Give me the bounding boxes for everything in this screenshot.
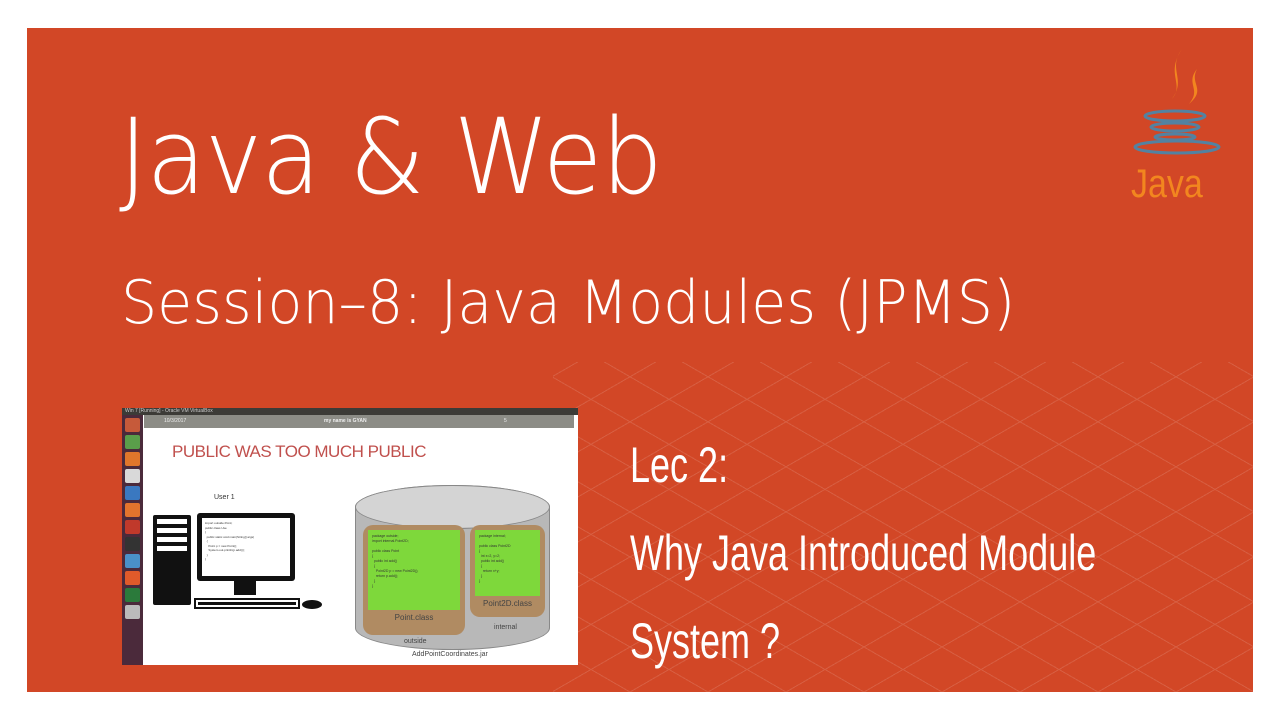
mouse xyxy=(302,600,322,609)
monitor: import outside.Point; public class Use {… xyxy=(197,513,295,581)
embedded-lecture-screenshot: Win 7 [Running] - Oracle VM VirtualBox 1… xyxy=(122,408,578,665)
computer-tower xyxy=(153,515,191,605)
jar-cylinder: package outside; import internal.Point2D… xyxy=(355,485,550,650)
slide-header: 10/3/2017 my name is GYAN 5 xyxy=(144,415,574,428)
point2d-code: package internal; public class Point2D {… xyxy=(475,530,540,596)
jar-label: AddPointCoordinates.jar xyxy=(412,651,488,658)
point-caption: Point.class xyxy=(394,613,434,622)
session-title: Session–8: Java Modules (JPMS) xyxy=(121,268,1016,338)
thumbnail-panel: Java & Web Session–8: Java Modules (JPMS… xyxy=(27,28,1253,692)
ubuntu-launcher xyxy=(122,415,143,665)
slide-number: 5 xyxy=(504,418,507,424)
internal-label: internal xyxy=(494,624,517,631)
slide-date: 10/3/2017 xyxy=(164,418,187,424)
background-grid xyxy=(553,362,1253,692)
slide-title: PUBLIC WAS TOO MUCH PUBLIC xyxy=(172,442,427,461)
point2d-caption: Point2D.class xyxy=(483,598,532,608)
lecture-title-line2: System ? xyxy=(630,613,781,669)
coffee-cup-icon xyxy=(1133,49,1221,155)
slide-header-text: my name is GYAN xyxy=(324,418,367,424)
point-code: package outside; import internal.Point2D… xyxy=(368,530,460,610)
lecture-number: Lec 2: xyxy=(630,437,729,493)
point2d-class-box: package internal; public class Point2D {… xyxy=(470,525,545,617)
outside-label: outside xyxy=(404,638,427,645)
point-class-box: package outside; import internal.Point2D… xyxy=(363,525,465,635)
vm-window-title: Win 7 [Running] - Oracle VM VirtualBox xyxy=(122,408,578,415)
monitor-code: import outside.Point; public class Use {… xyxy=(202,518,290,576)
user-label: User 1 xyxy=(214,494,235,501)
monitor-stand xyxy=(234,581,256,595)
lecture-title-line1: Why Java Introduced Module xyxy=(630,525,1097,581)
java-logo: Java xyxy=(1127,44,1227,214)
java-logo-text: Java xyxy=(1131,162,1203,206)
main-title: Java & Web xyxy=(119,96,663,218)
keyboard xyxy=(194,598,300,609)
